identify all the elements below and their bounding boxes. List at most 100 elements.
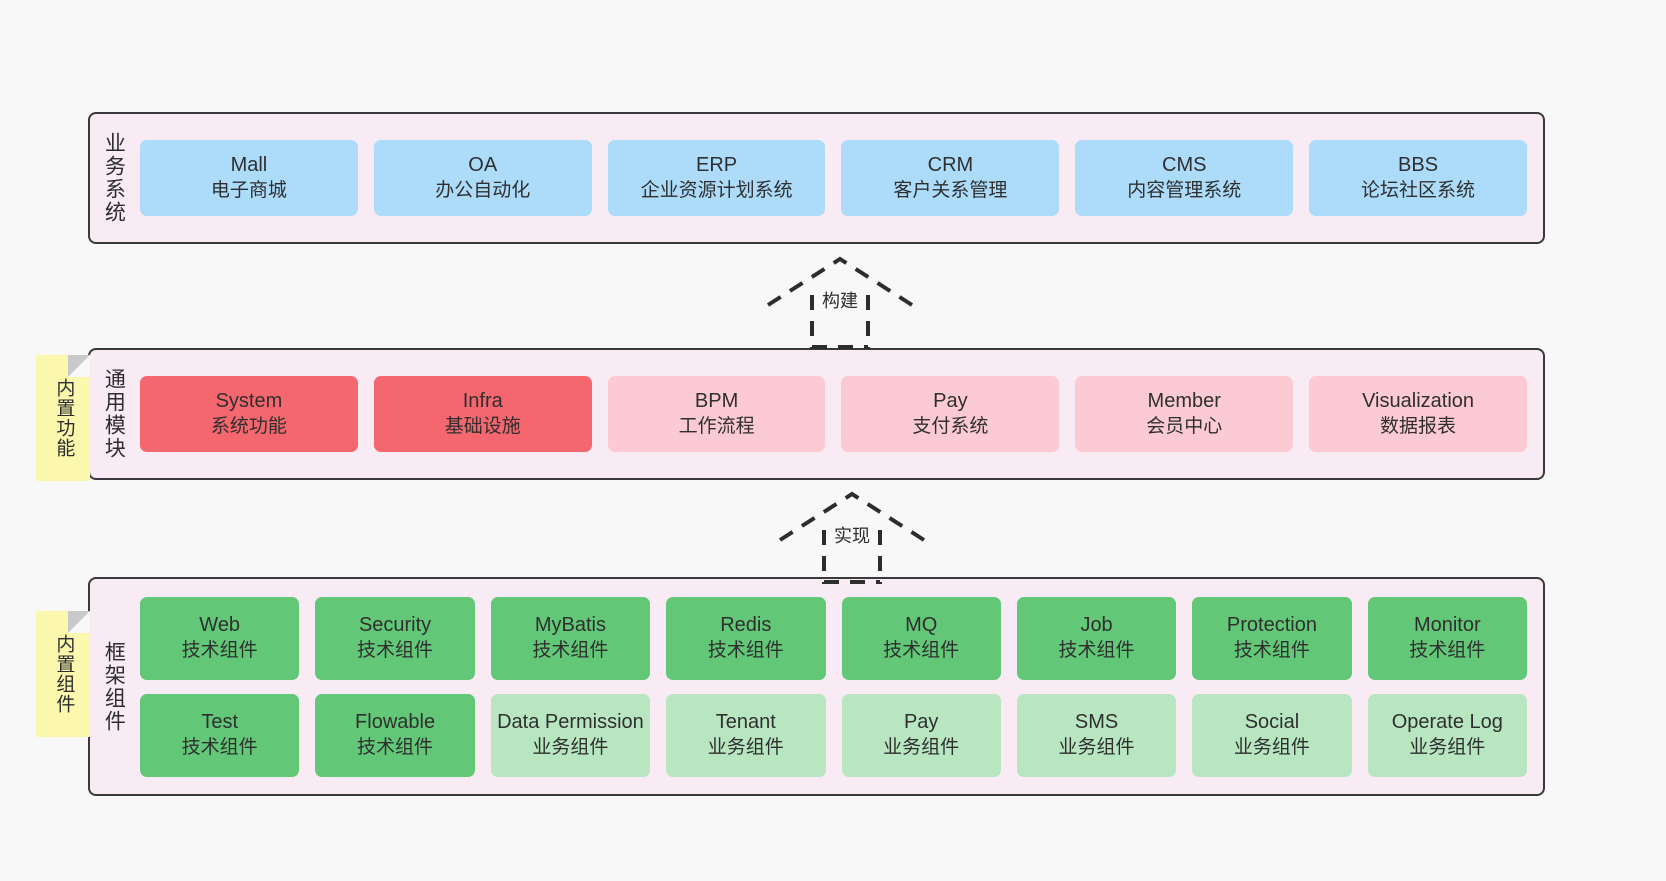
card-subtitle: 系统功能	[210, 415, 287, 437]
module-card-cms[interactable]: CMS 内容管理系统	[1075, 140, 1294, 216]
card-subtitle: 技术组件	[1409, 639, 1486, 661]
module-card-system[interactable]: System 系统功能	[140, 376, 358, 452]
card-subtitle: 技术组件	[357, 736, 434, 758]
card-title: ERP	[696, 154, 738, 177]
layer-business-system: 业务系统 Mall 电子商城 OA 办公自动化 ERP 企业资源计划系统 CRM…	[88, 112, 1545, 244]
layer-body-framework-components: Web 技术组件 Security 技术组件 MyBatis 技术组件 Redi…	[136, 579, 1543, 794]
card-subtitle: 工作流程	[678, 415, 755, 437]
module-card-crm[interactable]: CRM 客户关系管理	[841, 140, 1060, 216]
card-subtitle: 技术组件	[883, 639, 960, 661]
module-card-bbs[interactable]: BBS 论坛社区系统	[1309, 140, 1527, 216]
card-subtitle: 技术组件	[1233, 639, 1310, 661]
arrowhead-hollow-dashed	[766, 256, 914, 307]
component-card-test[interactable]: Test 技术组件	[140, 693, 300, 777]
component-card-social[interactable]: Social 业务组件	[1192, 693, 1352, 777]
card-title: System	[215, 390, 283, 413]
card-subtitle: 技术组件	[181, 639, 258, 661]
component-card-tenant[interactable]: Tenant 业务组件	[666, 693, 826, 777]
arrowhead-hollow-dashed	[778, 491, 926, 542]
card-subtitle: 业务组件	[707, 736, 784, 758]
card-subtitle: 内容管理系统	[1127, 179, 1242, 201]
module-card-member[interactable]: Member 会员中心	[1075, 376, 1294, 452]
card-subtitle: 技术组件	[181, 736, 258, 758]
note-label: 内置组件	[53, 634, 75, 714]
card-title: Redis	[720, 614, 772, 637]
layer-body-business-system: Mall 电子商城 OA 办公自动化 ERP 企业资源计划系统 CRM 客户关系…	[136, 114, 1543, 242]
component-card-monitor[interactable]: Monitor 技术组件	[1367, 596, 1527, 680]
card-subtitle: 客户关系管理	[893, 179, 1008, 201]
layer-framework-components: 框架组件 Web 技术组件 Security 技术组件 MyBatis 技术组件…	[88, 577, 1545, 796]
layer-common-modules: 通用模块 System 系统功能 Infra 基础设施 BPM 工作流程 Pay…	[88, 348, 1545, 480]
component-card-mq[interactable]: MQ 技术组件	[841, 596, 1001, 680]
component-card-web[interactable]: Web 技术组件	[140, 596, 300, 680]
card-subtitle: 论坛社区系统	[1361, 179, 1476, 201]
row: Web 技术组件 Security 技术组件 MyBatis 技术组件 Redi…	[140, 596, 1527, 680]
connector-label: 构建	[822, 291, 858, 311]
card-title: MQ	[905, 614, 938, 637]
module-card-bpm[interactable]: BPM 工作流程	[607, 376, 826, 452]
card-subtitle: 业务组件	[883, 736, 960, 758]
card-subtitle: 支付系统	[912, 415, 989, 437]
card-subtitle: 业务组件	[532, 736, 609, 758]
component-card-mybatis[interactable]: MyBatis 技术组件	[490, 596, 651, 680]
card-title: Pay	[903, 711, 939, 734]
component-card-flowable[interactable]: Flowable 技术组件	[315, 693, 475, 777]
card-title: Visualization	[1362, 390, 1475, 413]
component-card-operate-log[interactable]: Operate Log 业务组件	[1367, 693, 1527, 777]
card-title: BPM	[694, 390, 739, 413]
layer-title-business-system: 业务系统	[102, 132, 126, 224]
connector-build: 构建	[760, 256, 920, 349]
connector-implement: 实现	[772, 491, 932, 584]
component-card-data-permission[interactable]: Data Permission 业务组件	[490, 693, 651, 777]
card-title: Monitor	[1413, 614, 1481, 637]
card-title: Job	[1080, 614, 1113, 637]
component-card-sms[interactable]: SMS 业务组件	[1016, 693, 1177, 777]
module-card-erp[interactable]: ERP 企业资源计划系统	[607, 140, 826, 216]
card-subtitle: 技术组件	[532, 639, 609, 661]
card-title: CRM	[927, 154, 974, 177]
module-card-oa[interactable]: OA 办公自动化	[373, 140, 592, 216]
card-title: Operate Log	[1391, 711, 1503, 734]
component-card-redis[interactable]: Redis 技术组件	[666, 596, 826, 680]
card-title: Member	[1147, 390, 1221, 413]
card-subtitle: 技术组件	[357, 639, 434, 661]
card-title: Mall	[230, 154, 268, 177]
module-card-mall[interactable]: Mall 电子商城	[140, 140, 358, 216]
card-subtitle: 会员中心	[1146, 415, 1223, 437]
card-subtitle: 业务组件	[1409, 736, 1486, 758]
card-subtitle: 技术组件	[1058, 639, 1135, 661]
component-card-job[interactable]: Job 技术组件	[1016, 596, 1177, 680]
card-subtitle: 基础设施	[444, 415, 521, 437]
card-subtitle: 技术组件	[707, 639, 784, 661]
card-title: CMS	[1162, 154, 1207, 177]
card-subtitle: 电子商城	[210, 179, 287, 201]
component-card-security[interactable]: Security 技术组件	[315, 596, 475, 680]
card-title: Test	[201, 711, 239, 734]
card-title: Flowable	[355, 711, 436, 734]
card-title: Security	[358, 614, 432, 637]
note-builtin-function: 内置功能	[36, 355, 90, 481]
row: Test 技术组件 Flowable 技术组件 Data Permission …	[140, 693, 1527, 777]
card-title: Protection	[1226, 614, 1317, 637]
layer-title-common-modules: 通用模块	[102, 368, 126, 460]
layer-body-common-modules: System 系统功能 Infra 基础设施 BPM 工作流程 Pay 支付系统…	[136, 350, 1543, 478]
module-card-pay[interactable]: Pay 支付系统	[841, 376, 1060, 452]
row: System 系统功能 Infra 基础设施 BPM 工作流程 Pay 支付系统…	[140, 376, 1527, 452]
card-title: Infra	[462, 390, 503, 413]
module-card-visualization[interactable]: Visualization 数据报表	[1309, 376, 1527, 452]
note-label: 内置功能	[53, 378, 75, 458]
card-title: Data Permission	[497, 711, 644, 734]
connector-label: 实现	[834, 526, 870, 546]
card-subtitle: 业务组件	[1058, 736, 1135, 758]
component-card-protection[interactable]: Protection 技术组件	[1192, 596, 1352, 680]
card-title: SMS	[1074, 711, 1119, 734]
card-title: Social	[1244, 711, 1300, 734]
note-builtin-component: 内置组件	[36, 611, 90, 737]
module-card-infra[interactable]: Infra 基础设施	[373, 376, 592, 452]
card-title: OA	[468, 154, 498, 177]
component-card-pay[interactable]: Pay 业务组件	[841, 693, 1001, 777]
card-title: BBS	[1398, 154, 1439, 177]
card-subtitle: 企业资源计划系统	[640, 179, 793, 201]
card-title: Web	[199, 614, 241, 637]
